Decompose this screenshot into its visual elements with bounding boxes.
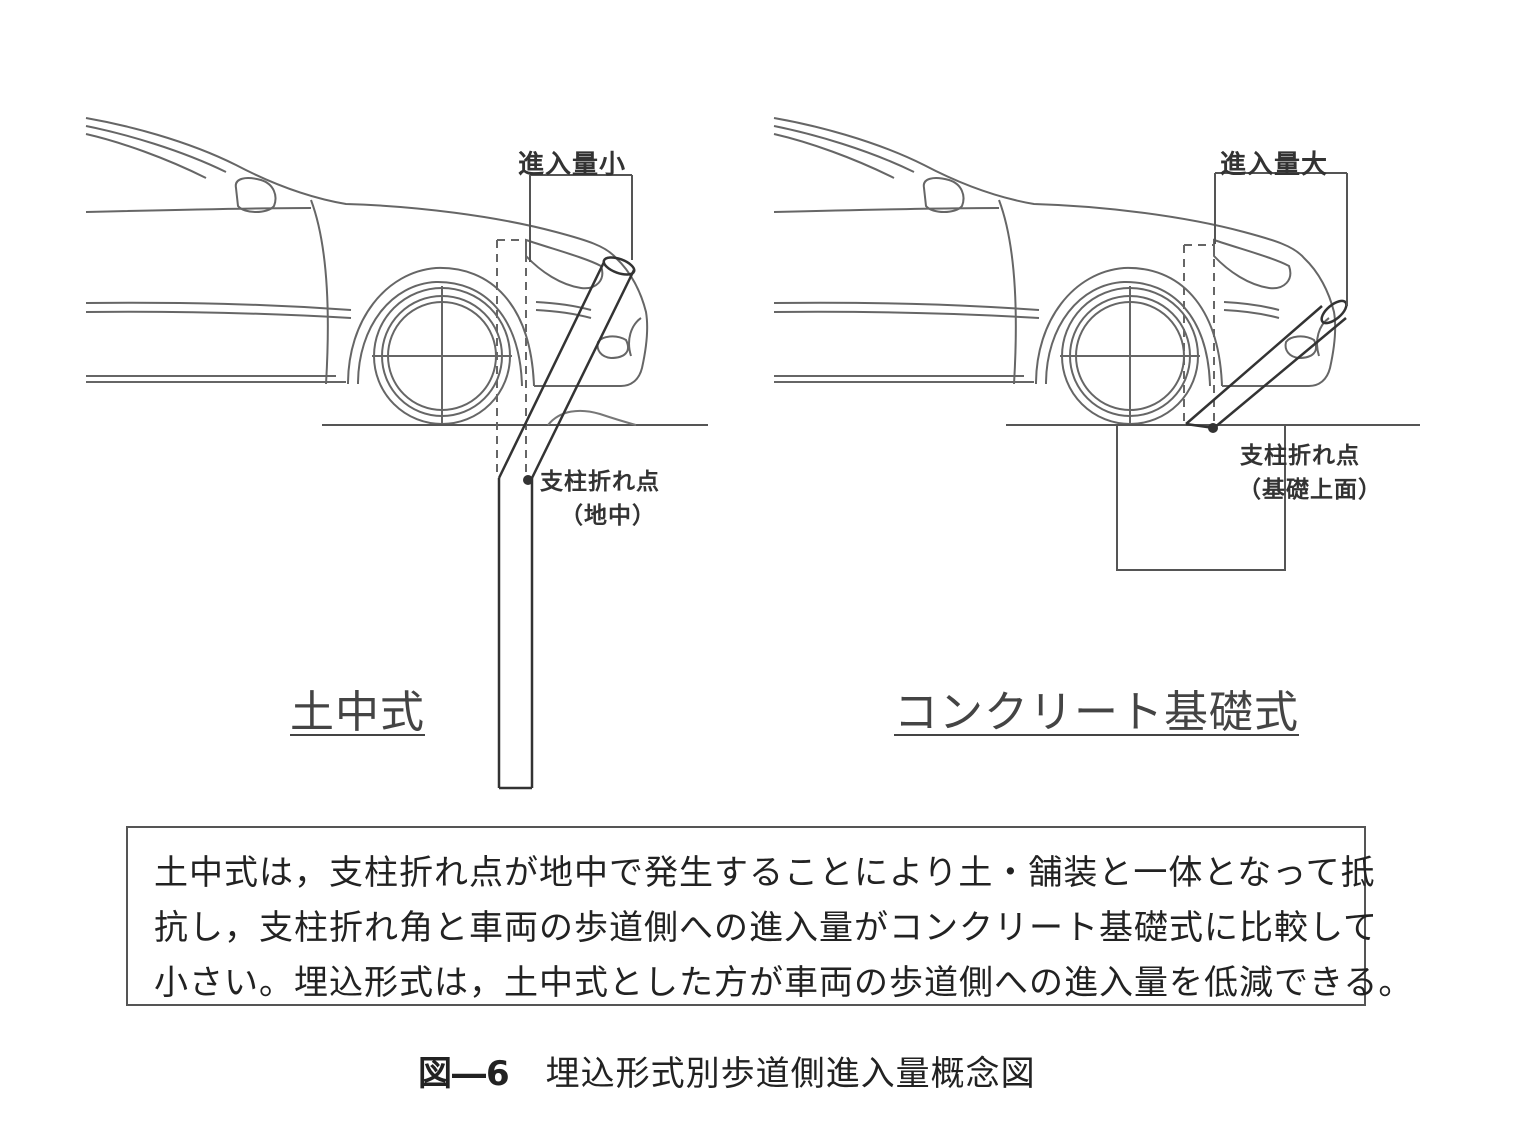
right-break-point-label: 支柱折れ点	[1240, 443, 1360, 469]
description-line: 抗し，支柱折れ角と車両の歩道側への進入量がコンクリート基礎式に比較して	[154, 908, 1378, 948]
right-dimension-bracket	[1214, 172, 1348, 306]
left-panel-title: 土中式	[290, 687, 425, 738]
left-soil-bump	[547, 409, 637, 426]
left-break-point-label: 支柱折れ点	[540, 469, 660, 495]
figure-title: 埋込形式別歩道側進入量概念図	[545, 1054, 1036, 1094]
left-break-point-marker	[523, 475, 533, 485]
right-break-point-marker	[1208, 423, 1218, 433]
right-panel-title: コンクリート基礎式	[894, 687, 1299, 738]
right-dimension-label: 進入量大	[1220, 150, 1329, 180]
left-dimension-bracket	[529, 174, 633, 262]
left-bent-pole	[497, 256, 636, 790]
left-dimension-label: 進入量小	[518, 150, 627, 180]
right-tilted-pole	[1185, 299, 1348, 430]
left-break-point-location: （地中）	[560, 503, 656, 529]
description-line: 土中式は，支柱折れ点が地中で発生することにより土・舗装と一体となって抵	[154, 853, 1376, 893]
figure-number: 図―6	[418, 1054, 510, 1094]
left-original-pole-dashed	[496, 239, 527, 478]
right-original-pole-dashed	[1183, 244, 1215, 424]
description-line: 小さい。埋込形式は，土中式とした方が車両の歩道側への進入量を低減できる。	[154, 963, 1414, 1003]
right-break-point-location: （基礎上面）	[1238, 477, 1382, 503]
figure-caption: 図―6 埋込形式別歩道側進入量概念図	[418, 1046, 1036, 1095]
description-box: 土中式は，支柱折れ点が地中で発生することにより土・舗装と一体となって抵 抗し，支…	[126, 826, 1412, 1006]
